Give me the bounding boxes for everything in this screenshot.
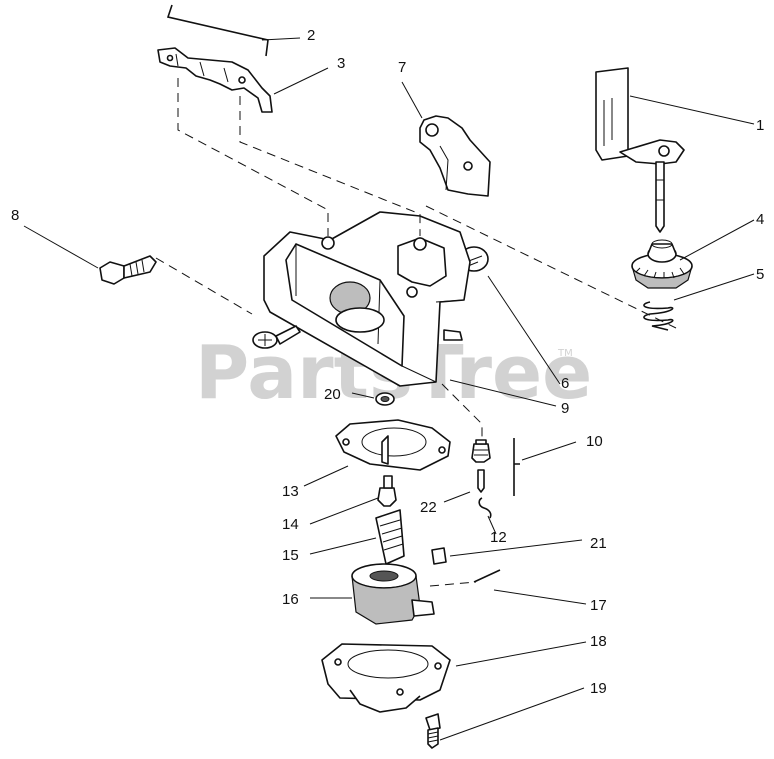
callout-22: 22	[420, 499, 437, 516]
callout-15: 15	[282, 547, 299, 564]
part-float-bowl[interactable]	[321, 643, 451, 713]
callout-1: 1	[756, 117, 764, 134]
part-gasket[interactable]	[335, 419, 451, 471]
assembly-dash-lines	[155, 78, 677, 587]
part-inlet-needle[interactable]	[477, 469, 485, 493]
callout-18: 18	[590, 633, 607, 650]
part-throttle-link[interactable]	[166, 4, 269, 57]
part-main-jet[interactable]	[377, 475, 397, 507]
part-washer[interactable]	[375, 392, 395, 406]
part-float[interactable]	[351, 563, 435, 625]
callout-14: 14	[282, 516, 299, 533]
callout-13: 13	[282, 483, 299, 500]
part-small-plug[interactable]	[431, 547, 447, 565]
watermark-trademark: TM	[557, 348, 573, 359]
callout-2: 2	[307, 27, 315, 44]
part-choke-shaft[interactable]	[595, 67, 685, 233]
callout-labels: 1 2 3 4 5 6 7 8 9 10 12 13 14 15 16 17 1…	[11, 27, 764, 697]
callout-16: 16	[282, 591, 299, 608]
part-clip[interactable]	[478, 497, 492, 519]
part-governor-gear[interactable]	[631, 239, 693, 289]
callout-4: 4	[756, 211, 764, 228]
callout-7: 7	[398, 59, 406, 76]
callout-5: 5	[756, 266, 764, 283]
part-carburetor-body[interactable]	[263, 211, 471, 387]
callout-21: 21	[590, 535, 607, 552]
callout-10: 10	[586, 433, 603, 450]
callout-6: 6	[561, 375, 569, 392]
callout-20: 20	[324, 386, 341, 403]
part-emulsion-tube[interactable]	[375, 509, 405, 565]
part-inlet-seat[interactable]	[471, 439, 491, 463]
part-hex-bolt[interactable]	[99, 255, 157, 285]
part-governor-lever[interactable]	[157, 47, 273, 113]
part-mounting-bracket[interactable]	[419, 115, 491, 197]
callout-17: 17	[590, 597, 607, 614]
part-spring[interactable]	[643, 301, 674, 331]
part-phillips-screw[interactable]	[252, 325, 301, 349]
part-bowl-screw[interactable]	[425, 713, 441, 749]
leader-lines	[23, 37, 755, 741]
part-float-pin[interactable]	[473, 569, 501, 583]
callout-3: 3	[337, 55, 345, 72]
bracket-group-10	[513, 438, 520, 496]
callout-8: 8	[11, 207, 19, 224]
callout-19: 19	[590, 680, 607, 697]
callout-9: 9	[561, 400, 569, 417]
callout-12: 12	[490, 529, 507, 546]
